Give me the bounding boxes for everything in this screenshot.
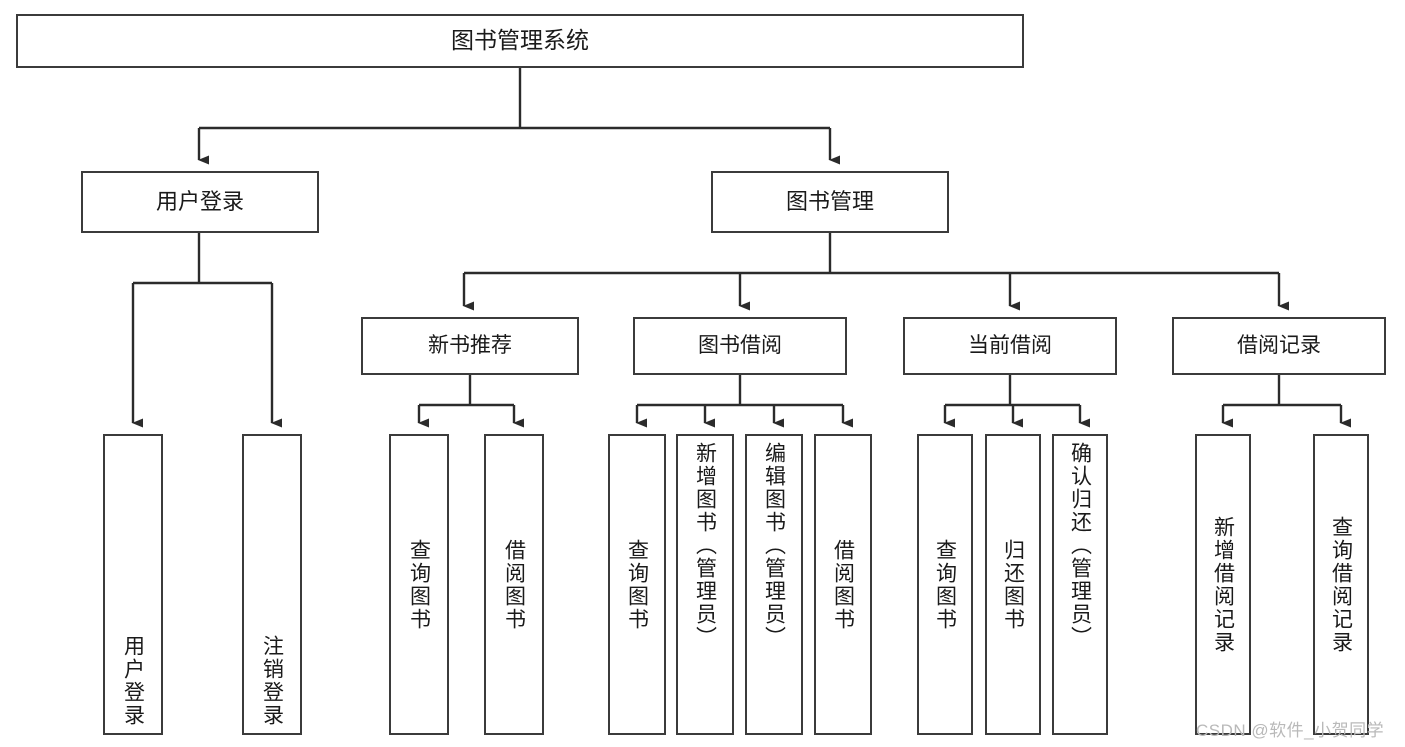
- node-leaf-br-query[interactable]: 查询借阅记录: [1313, 434, 1369, 735]
- node-leaf-cb-query[interactable]: 查询图书: [917, 434, 973, 735]
- node-leaf-rec-borrow[interactable]: 借阅图书: [484, 434, 544, 735]
- node-leaf-user-login-label: 用户登录: [121, 635, 145, 727]
- node-user-login-label: 用户登录: [155, 188, 244, 214]
- node-root-label: 图书管理系统: [451, 27, 589, 54]
- node-leaf-cb-query-label: 查询图书: [933, 538, 957, 631]
- node-leaf-cb-return-label: 归还图书: [1001, 538, 1025, 631]
- node-leaf-cb-return[interactable]: 归还图书: [985, 434, 1041, 735]
- node-book-borrow[interactable]: 图书借阅: [633, 317, 847, 375]
- node-leaf-bb-borrow-label: 借阅图书: [831, 538, 855, 631]
- node-current-borrow-label: 当前借阅: [968, 334, 1052, 358]
- csdn-watermark: CSDN @软件_小贺同学: [1196, 721, 1385, 740]
- node-leaf-bb-query-label: 查询图书: [625, 538, 649, 631]
- node-new-book-rec[interactable]: 新书推荐: [361, 317, 579, 375]
- node-borrow-record[interactable]: 借阅记录: [1172, 317, 1386, 375]
- node-borrow-record-label: 借阅记录: [1237, 334, 1321, 358]
- node-leaf-br-query-label: 查询借阅记录: [1329, 515, 1353, 654]
- node-leaf-bb-edit[interactable]: 编辑图书（管理员）: [745, 434, 803, 735]
- node-leaf-cb-confirm[interactable]: 确认归还（管理员）: [1052, 434, 1108, 735]
- node-leaf-bb-add[interactable]: 新增图书（管理员）: [676, 434, 734, 735]
- node-book-borrow-label: 图书借阅: [698, 334, 782, 358]
- node-leaf-user-logout-label: 注销登录: [260, 635, 284, 727]
- node-current-borrow[interactable]: 当前借阅: [903, 317, 1117, 375]
- node-book-manage-label: 图书管理: [785, 188, 874, 214]
- node-root[interactable]: 图书管理系统: [16, 14, 1024, 68]
- node-leaf-bb-edit-label: 编辑图书（管理员）: [762, 442, 786, 649]
- node-leaf-br-add-label: 新增借阅记录: [1211, 515, 1235, 654]
- node-book-manage[interactable]: 图书管理: [711, 171, 949, 233]
- node-leaf-br-add[interactable]: 新增借阅记录: [1195, 434, 1251, 735]
- node-leaf-rec-query-label: 查询图书: [407, 538, 431, 631]
- node-leaf-user-login[interactable]: 用户登录: [103, 434, 163, 735]
- node-leaf-cb-confirm-label: 确认归还（管理员）: [1068, 442, 1092, 649]
- node-user-login[interactable]: 用户登录: [81, 171, 319, 233]
- node-leaf-bb-query[interactable]: 查询图书: [608, 434, 666, 735]
- node-leaf-bb-add-label: 新增图书（管理员）: [693, 442, 717, 649]
- node-leaf-bb-borrow[interactable]: 借阅图书: [814, 434, 872, 735]
- node-leaf-rec-query[interactable]: 查询图书: [389, 434, 449, 735]
- node-new-book-rec-label: 新书推荐: [428, 334, 512, 358]
- node-leaf-rec-borrow-label: 借阅图书: [502, 538, 526, 631]
- node-leaf-user-logout[interactable]: 注销登录: [242, 434, 302, 735]
